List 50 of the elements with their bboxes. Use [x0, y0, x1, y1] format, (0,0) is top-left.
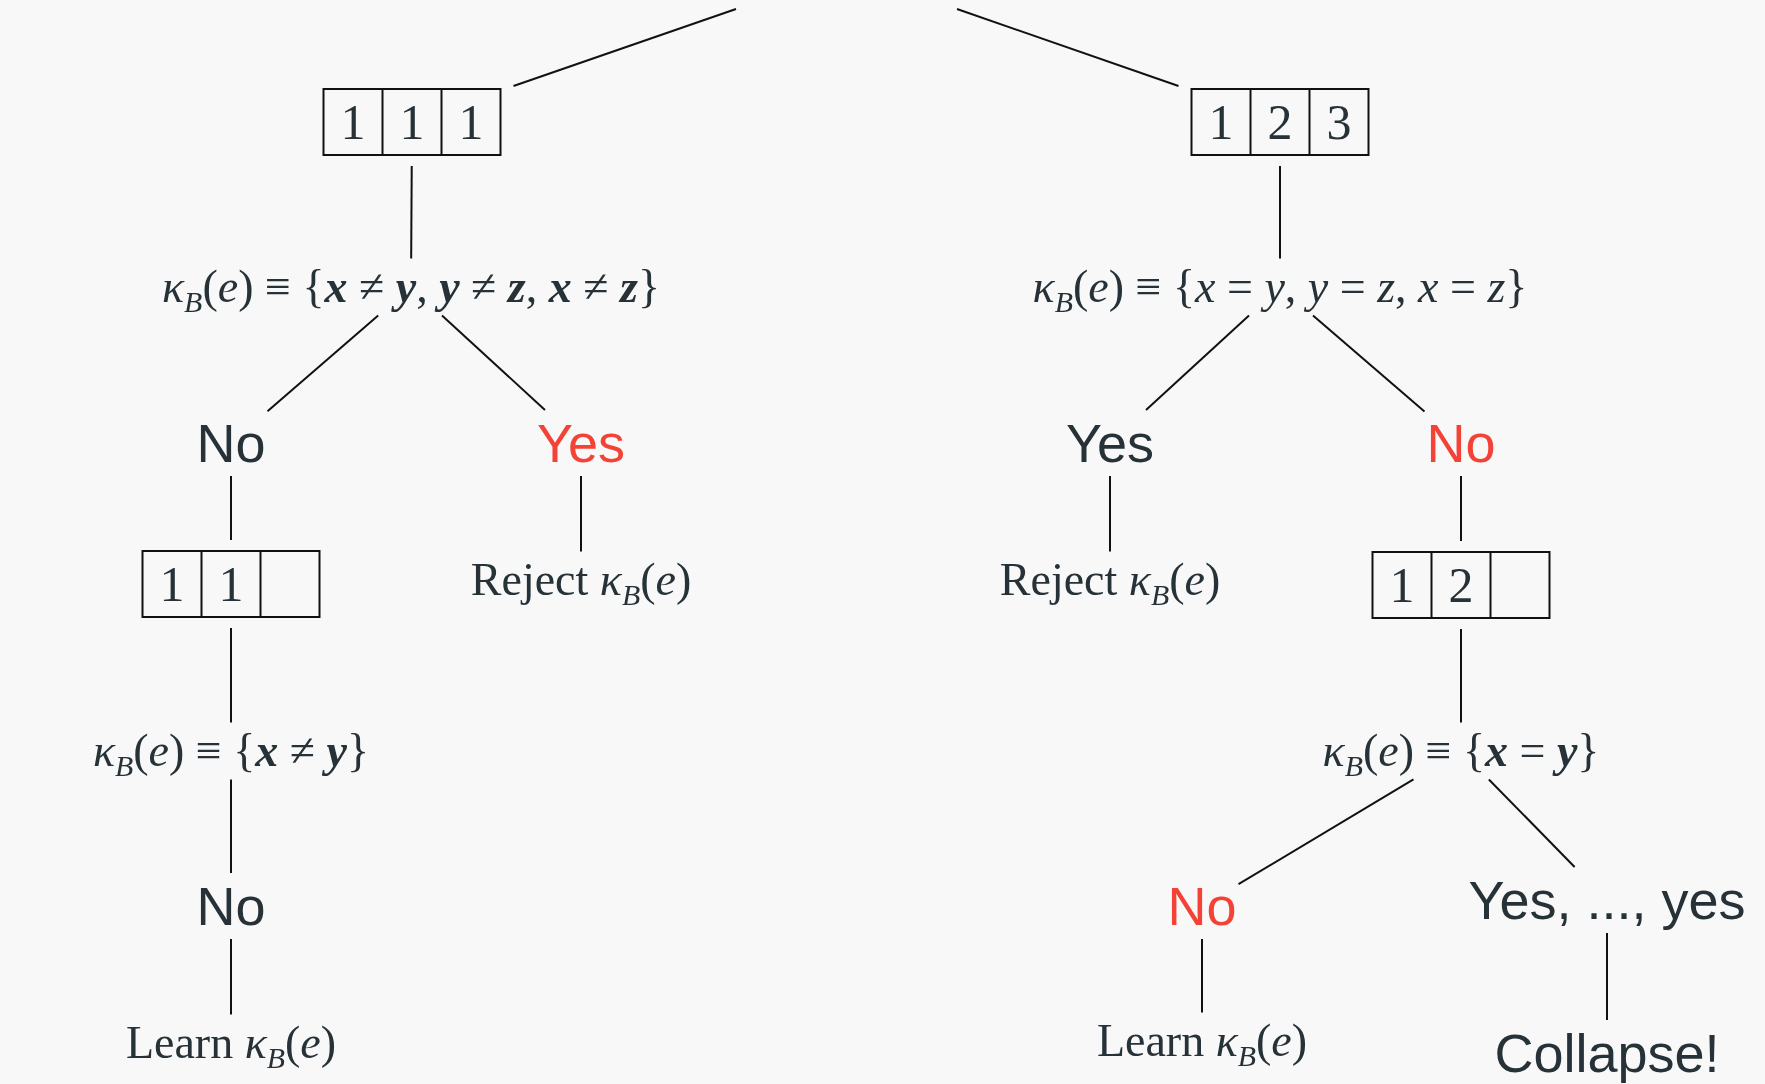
connector-line [230, 938, 232, 1016]
digit-cell-box [322, 88, 502, 156]
formula-text: Learn κ$_{B}$(e) [1096, 1014, 1308, 1068]
connector-line [410, 165, 413, 260]
digit-cell-box [1371, 551, 1551, 619]
digit: 1 [159, 559, 185, 609]
connector-line [230, 778, 232, 874]
digit: 2 [1448, 560, 1474, 610]
digit: 1 [1208, 97, 1234, 147]
digit: 1 [399, 97, 425, 147]
digit: 1 [218, 559, 244, 609]
connector-line [230, 475, 232, 541]
digit: 1 [340, 97, 366, 147]
formula-text: Reject κ$_{B}$(e) [999, 553, 1221, 607]
connector-line [1312, 314, 1426, 413]
answer-text: Yes [536, 411, 626, 475]
connector-line [1460, 628, 1462, 724]
connector-line [1279, 165, 1281, 260]
connector-line [512, 8, 737, 87]
digit: 1 [458, 97, 484, 147]
digit: 1 [1389, 560, 1415, 610]
connector-line [266, 314, 380, 413]
digit: 3 [1326, 97, 1352, 147]
answer-text: No [196, 411, 266, 475]
answer-text: No [1426, 411, 1496, 475]
connector-line [230, 627, 232, 724]
connector-line [1606, 932, 1608, 1021]
connector-line [1201, 938, 1203, 1014]
digit-cell-box [141, 550, 321, 618]
connector-line [441, 314, 546, 411]
answer-text: Collapse! [1494, 1021, 1720, 1084]
answer-text: Yes [1065, 411, 1155, 475]
answer-text: Yes, ..., yes [1468, 868, 1746, 932]
formula-text: Learn κ$_{B}$(e) [125, 1016, 337, 1070]
answer-text: No [196, 874, 266, 938]
connector-line [1487, 778, 1576, 868]
digit: 2 [1267, 97, 1293, 147]
digit-cell-box [1190, 88, 1370, 156]
formula-text: κ$_{B}$(e) ≡ {x ≠ y} [92, 724, 370, 778]
connector-line [1109, 475, 1111, 553]
connector-line [580, 475, 582, 553]
connector-line [1237, 778, 1415, 886]
formula-text: Reject κ$_{B}$(e) [470, 553, 692, 607]
connector-line [1460, 475, 1462, 542]
connector-line [1145, 314, 1250, 411]
connector-line [956, 8, 1180, 87]
answer-text: No [1167, 874, 1237, 938]
formula-text: κ$_{B}$(e) ≡ {x = y, y = z, x = z} [1032, 260, 1528, 314]
formula-text: κ$_{B}$(e) ≡ {x = y} [1322, 724, 1600, 778]
formula-text: κ$_{B}$(e) ≡ {x ≠ y, y ≠ z, x ≠ z} [162, 260, 660, 314]
